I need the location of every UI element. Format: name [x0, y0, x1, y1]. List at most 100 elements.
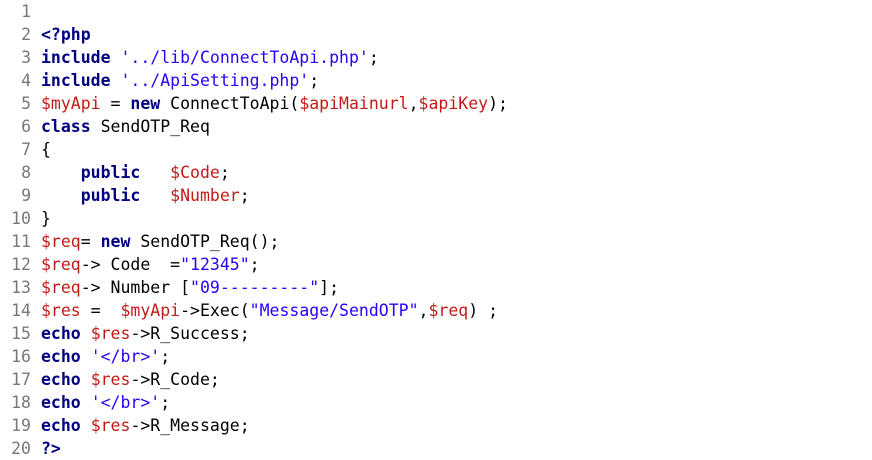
code-token: -> Code = [80, 255, 181, 274]
code-token: } [41, 209, 51, 228]
code-token: include [41, 48, 111, 67]
code-line[interactable]: 17 echo $res->R_Code; [0, 368, 872, 391]
line-number: 9 [21, 186, 31, 205]
line-number: 18 [11, 393, 31, 412]
line-code: include '../lib/ConnectToApi.php'; [41, 46, 379, 69]
code-token: , [408, 94, 419, 113]
code-token: "Message/SendOTP" [249, 301, 419, 320]
line-number: 11 [11, 232, 31, 251]
line-code: echo $res->R_Message; [41, 414, 250, 437]
code-token: ; [309, 71, 320, 90]
code-token: ConnectToApi( [160, 94, 300, 113]
code-token: $req [41, 232, 81, 251]
code-token: $apiMainurl [299, 94, 409, 113]
code-line[interactable]: 11 $req= new SendOTP_Req(); [0, 230, 872, 253]
code-token [81, 393, 91, 412]
code-token: $res [90, 416, 131, 435]
code-line[interactable]: 1 [0, 0, 872, 23]
line-number: 17 [11, 370, 31, 389]
code-token: echo [41, 347, 81, 366]
code-line[interactable]: 7{ [0, 138, 872, 161]
line-number: 2 [21, 25, 31, 44]
code-token: -> Number [ [80, 278, 191, 297]
code-token [111, 71, 121, 90]
code-token: "09---------" [190, 278, 320, 297]
code-token [111, 48, 121, 67]
code-token: $res [90, 324, 131, 343]
line-code: $myApi = new ConnectToApi($apiMainurl,$a… [41, 92, 508, 115]
code-token: ->R_Code; [130, 370, 220, 389]
code-token: ->R_Success; [130, 324, 250, 343]
code-token: ; [160, 393, 171, 412]
code-line[interactable]: 10} [0, 207, 872, 230]
code-token: echo [41, 324, 81, 343]
code-token: { [41, 140, 51, 159]
line-code: include '../ApiSetting.php'; [41, 69, 319, 92]
line-code: $req= new SendOTP_Req(); [41, 230, 279, 253]
line-code: $res = $myApi->Exec("Message/SendOTP",$r… [41, 299, 498, 322]
line-code: ?> [41, 437, 61, 460]
code-line[interactable]: 5$myApi = new ConnectToApi($apiMainurl,$… [0, 92, 872, 115]
code-token [41, 186, 81, 205]
code-token: echo [41, 393, 81, 412]
code-token: public [80, 163, 141, 182]
line-code: echo $res->R_Code; [41, 368, 220, 391]
code-line[interactable]: 6 class SendOTP_Req [0, 115, 872, 138]
code-token: ; [239, 186, 250, 205]
code-line[interactable]: 18 echo '</br>'; [0, 391, 872, 414]
line-code: public $Number; [41, 184, 250, 207]
code-token: $req [41, 278, 81, 297]
code-token: = [100, 94, 131, 113]
code-token: ]; [319, 278, 340, 297]
line-code: class SendOTP_Req [41, 115, 210, 138]
line-code: { [41, 138, 51, 161]
code-token [81, 370, 91, 389]
code-line[interactable]: 2 <?php [0, 23, 872, 46]
line-code: echo '</br>'; [41, 391, 170, 414]
code-line[interactable]: 20?> [0, 437, 872, 460]
code-token: $myApi [120, 301, 181, 320]
code-line[interactable]: 12$req-> Code ="12345"; [0, 253, 872, 276]
code-token: ; [219, 163, 230, 182]
line-number: 3 [21, 48, 31, 67]
code-token [81, 347, 91, 366]
code-token: ->R_Message; [130, 416, 250, 435]
line-number: 7 [21, 140, 31, 159]
code-token [140, 186, 170, 205]
code-token: echo [41, 370, 81, 389]
line-number: 8 [21, 163, 31, 182]
code-token: = [80, 232, 101, 251]
line-number: 4 [21, 71, 31, 90]
code-token: ->Exec( [180, 301, 250, 320]
line-number-gutter [0, 0, 36, 455]
code-token: new [100, 232, 131, 251]
line-number: 15 [11, 324, 31, 343]
code-line[interactable]: 4 include '../ApiSetting.php'; [0, 69, 872, 92]
code-line[interactable]: 8 public $Code; [0, 161, 872, 184]
code-line[interactable]: 9 public $Number; [0, 184, 872, 207]
code-line[interactable]: 14 $res = $myApi->Exec("Message/SendOTP",… [0, 299, 872, 322]
code-token: ; [160, 347, 171, 366]
code-token: $res [41, 301, 81, 320]
code-token: '</br>' [90, 347, 161, 366]
code-line[interactable]: 3 include '../lib/ConnectToApi.php'; [0, 46, 872, 69]
line-number: 14 [11, 301, 31, 320]
code-token: , [418, 301, 429, 320]
line-number: 6 [21, 117, 31, 136]
code-token [81, 324, 91, 343]
code-token: class [41, 117, 91, 136]
line-number: 10 [11, 209, 31, 228]
code-token: '../lib/ConnectToApi.php' [120, 48, 369, 67]
code-token: new [130, 94, 161, 113]
code-token: ; [368, 48, 379, 67]
code-token: <?php [41, 25, 91, 44]
code-line[interactable]: 13$req-> Number ["09---------"]; [0, 276, 872, 299]
code-line[interactable]: 15 echo $res->R_Success; [0, 322, 872, 345]
code-token: SendOTP_Req [90, 117, 210, 136]
code-token: $myApi [41, 94, 101, 113]
code-token: $req [428, 301, 469, 320]
